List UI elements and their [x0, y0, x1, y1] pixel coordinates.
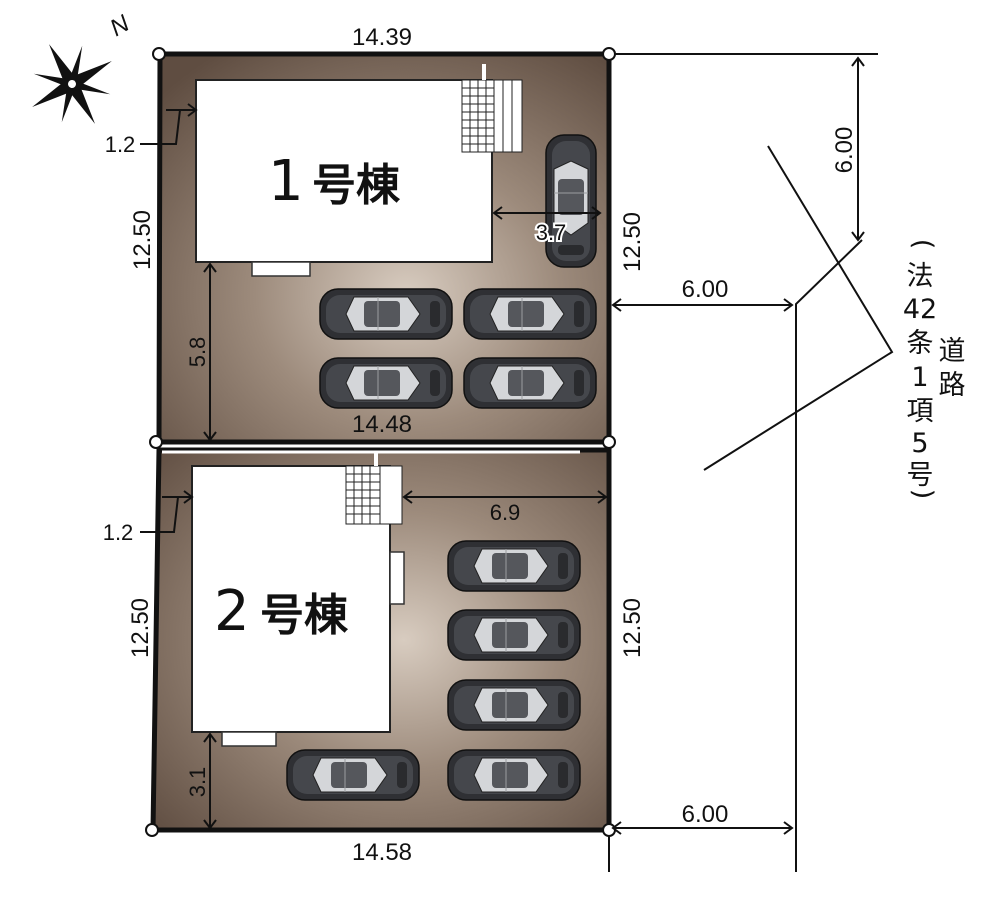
svg-text:5: 5: [911, 428, 928, 459]
parking-car: [319, 288, 453, 340]
svg-text:法: 法: [907, 261, 934, 292]
lot-1-setback-side: 1.2: [105, 132, 136, 157]
svg-text:(: (: [907, 239, 938, 250]
parking-car: [545, 134, 597, 268]
lot-1-width-bottom: 14.48: [352, 411, 412, 438]
lot-2: [140, 447, 612, 833]
lot-1-depth-right: 12.50: [619, 212, 646, 272]
lot-2-gap: 6.9: [490, 500, 521, 525]
lot-1-width-top: 14.39: [352, 24, 412, 51]
svg-text:路: 路: [939, 370, 966, 401]
parking-car: [286, 749, 420, 801]
svg-text:道: 道: [939, 336, 966, 367]
entrance-step-2: [389, 551, 405, 605]
building-1-suffix: 号棟: [312, 160, 401, 211]
building-2-suffix: 号棟: [260, 590, 349, 641]
step-2b: [221, 731, 277, 747]
svg-text:号: 号: [907, 460, 934, 491]
lot-1-depth-left: 12.50: [129, 210, 156, 270]
lot-1: [140, 51, 612, 445]
lot-1-setback-front: 5.8: [185, 337, 210, 368]
lot-2-depth-left: 12.50: [127, 598, 154, 658]
parking-car: [463, 288, 597, 340]
road-width-top: 6.00: [682, 276, 729, 303]
svg-text:1: 1: [911, 362, 928, 393]
lot-2-depth-right: 12.50: [619, 598, 646, 658]
parking-car: [447, 540, 581, 592]
entrance-step-1: [251, 261, 311, 277]
lot-2-setback-side: 1.2: [103, 520, 134, 545]
lot-2-width-bottom: 14.58: [352, 839, 412, 866]
compass-label: N: [106, 10, 135, 42]
road-width-bottom: 6.00: [682, 801, 729, 828]
svg-text:項: 項: [907, 396, 934, 427]
compass-rose-icon: [32, 44, 112, 124]
building-2-number: 2: [214, 579, 250, 644]
parking-car: [447, 609, 581, 661]
parking-car: [319, 357, 453, 409]
lot-1-gap: 3.7: [536, 220, 567, 245]
svg-text:42: 42: [903, 294, 937, 325]
parking-car: [447, 679, 581, 731]
parking-car: [463, 357, 597, 409]
building-2-label: 2 号棟: [214, 579, 349, 644]
svg-text:): ): [907, 489, 938, 500]
road-length: 6.00: [831, 127, 858, 174]
svg-text:条: 条: [907, 328, 934, 359]
corner-markers: [145, 47, 616, 837]
parking-car: [447, 749, 581, 801]
building-1-label: 1 号棟: [268, 149, 401, 214]
building-1: [195, 79, 493, 263]
lot-2-setback-front: 3.1: [185, 767, 210, 798]
road-lines: [608, 53, 894, 872]
building-1-number: 1: [268, 149, 304, 214]
stair-grid-1: [461, 64, 523, 153]
stair-grid-2: [345, 452, 403, 525]
road-label: ( 法 42 条 1 項 5 号 ) 道 路: [903, 239, 966, 500]
